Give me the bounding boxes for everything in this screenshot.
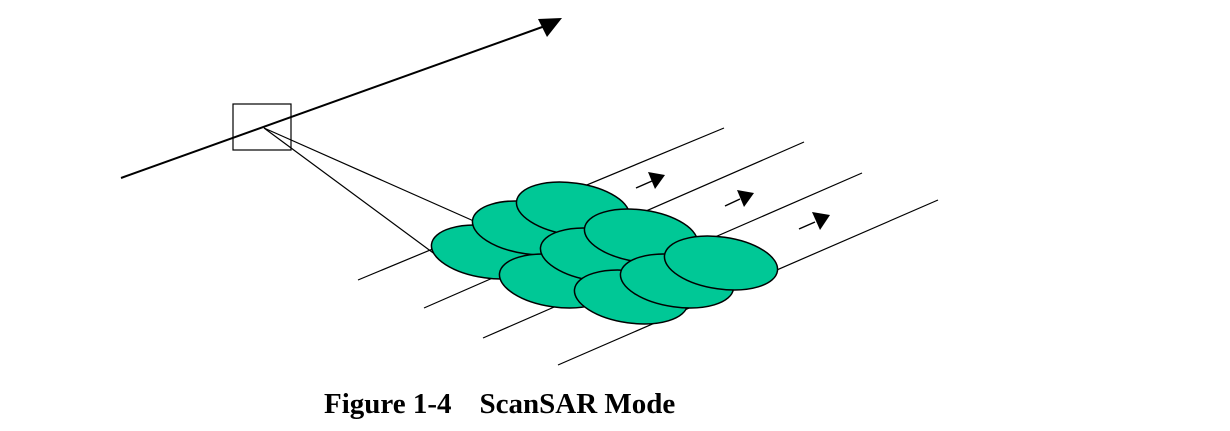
- scan-direction-arrows: [635, 172, 830, 230]
- direction-arrow: [798, 212, 830, 230]
- beam-edge-line: [263, 127, 486, 227]
- figure-label: Figure 1-4: [324, 388, 452, 420]
- burst-footprint: [663, 235, 779, 291]
- footprint-group: [430, 181, 779, 325]
- flight-path-arrow: [120, 18, 562, 179]
- figure-title: ScanSAR Mode: [479, 388, 676, 420]
- beam-edge-line: [263, 127, 437, 256]
- radar-beam: [263, 127, 486, 256]
- direction-arrow: [635, 172, 665, 189]
- figure-caption: Figure 1-4 ScanSAR Mode: [324, 390, 675, 419]
- sar-antenna-box: [232, 103, 292, 151]
- flight-path-arrowhead: [538, 18, 562, 37]
- direction-arrow: [724, 190, 754, 207]
- flight-path-line: [120, 25, 546, 179]
